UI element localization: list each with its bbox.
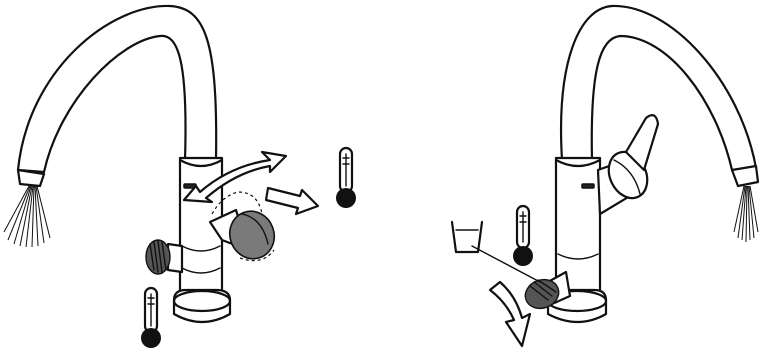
left-faucet bbox=[4, 6, 356, 348]
thermometer-icon bbox=[141, 288, 161, 348]
left-water-spray bbox=[4, 186, 50, 247]
drinking-glass-icon bbox=[452, 222, 482, 252]
right-lever-handle bbox=[598, 115, 658, 214]
arrow-right-icon bbox=[266, 188, 318, 214]
left-spout-tip bbox=[18, 170, 44, 186]
left-knurled-knob bbox=[146, 240, 182, 274]
left-spout bbox=[18, 6, 216, 172]
right-spout bbox=[561, 6, 756, 170]
right-faucet bbox=[452, 6, 758, 346]
curved-down-arrow-icon bbox=[490, 282, 530, 346]
thermometer-icon bbox=[513, 206, 533, 266]
thermometer-icon bbox=[336, 148, 356, 208]
right-water-spray bbox=[734, 186, 758, 242]
right-spout-tip bbox=[732, 166, 758, 186]
